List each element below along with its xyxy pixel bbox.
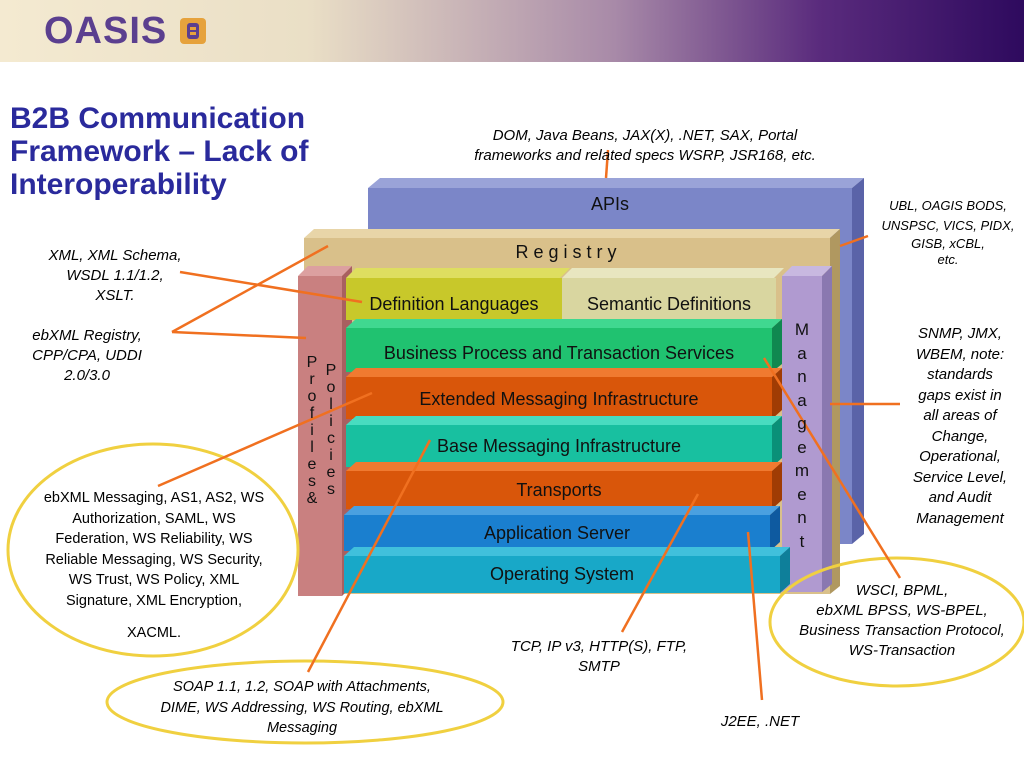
wsci-note: WSCI, BPML,ebXML BPSS, WS-BPEL,Business … [799,582,1005,659]
oasis-logo-icon [180,18,206,44]
extended-messaging-layer [346,368,782,419]
xml-note: XML, XML Schema,WSDL 1.1/1.2,XSLT. [48,247,182,304]
callout-lines [157,149,902,701]
oasis-logo: OASIS [44,10,168,52]
business-process-label: Business Process and Transaction Service… [383,343,735,363]
header-banner: OASIS [0,0,1024,62]
application-server-label: Application Server [483,523,631,543]
tcp-note: TCP, IP v3, HTTP(S), FTP,SMTP [510,638,688,675]
definition-layer [346,268,784,320]
base-messaging-label: Base Messaging Infrastructure [436,436,682,456]
management-column [782,266,832,592]
application-server-layer [344,506,780,551]
wsci-ellipse [768,556,1024,688]
apis-note: DOM, Java Beans, JAX(X), .NET, SAX, Port… [474,127,816,164]
base-messaging-layer [346,416,782,467]
messaging-ellipse [6,442,300,658]
page-title: B2B Communication Framework – Lack of In… [10,102,309,201]
registry-label: R e g i s t r y [515,242,617,262]
operating-system-layer [344,547,790,593]
semantic-definitions-label: Semantic Definitions [586,294,752,314]
business-process-layer [346,319,782,372]
definition-languages-label: Definition Languages [369,294,539,314]
semantics-note: UBL, OAGIS BODS,UNSPSC, VICS, PIDX,GISB,… [881,198,1015,267]
soap-note: SOAP 1.1, 1.2, SOAP with Attachments,DIM… [160,679,444,736]
transports-label: Transports [516,480,602,500]
operating-system-label: Operating System [489,564,635,584]
j2ee-note: J2EE, .NET [720,713,800,730]
transports-layer [346,462,782,509]
soap-ellipse [105,659,505,745]
extended-messaging-label: Extended Messaging Infrastructure [419,389,699,409]
apis-label: APIs [590,194,629,214]
